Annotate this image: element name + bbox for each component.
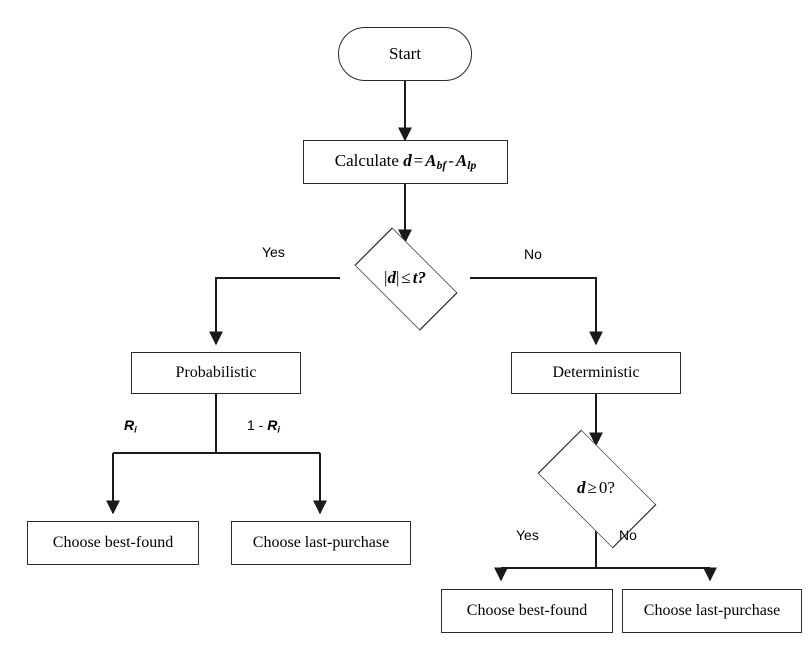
threshold-operator: ≤ (401, 267, 411, 287)
node-calculate[interactable]: Calculate d=Abf-Alp (303, 140, 508, 184)
threshold-var-t: t (412, 267, 418, 287)
calculate-var-a2: A (455, 150, 468, 170)
decision-threshold-label: |d|≤t? (384, 267, 426, 288)
sign-var-d: d (577, 477, 586, 497)
node-det-last-purchase[interactable]: Choose last-purchase (622, 589, 802, 633)
sign-value: 0 (598, 477, 608, 497)
calculate-sub-a2: lp (467, 158, 477, 172)
node-det-best-found-label: Choose best-found (466, 602, 588, 620)
sign-operator: ≥ (587, 477, 597, 497)
edge-label-prob-one-minus-ri: 1 - Ri (247, 417, 280, 436)
edge-label-threshold-no: No (524, 246, 542, 262)
node-det-best-found[interactable]: Choose best-found (441, 589, 613, 633)
edge-label-sign-no: No (619, 527, 637, 543)
edge-label-sign-yes: Yes (516, 527, 539, 543)
node-prob-last-purchase[interactable]: Choose last-purchase (231, 521, 411, 565)
node-decision-threshold[interactable]: |d|≤t? (340, 227, 470, 331)
prob-ri-symbol: R (124, 417, 135, 433)
decision-sign-label: d≥0? (577, 477, 615, 498)
calculate-prefix: Calculate (334, 150, 404, 170)
calculate-var-d: d (403, 150, 412, 170)
calculate-minus: - (448, 150, 454, 170)
threshold-question: ? (417, 267, 426, 287)
node-calculate-label: Calculate d=Abf-Alp (334, 150, 477, 173)
node-prob-best-found[interactable]: Choose best-found (27, 521, 199, 565)
calculate-equals: = (413, 150, 424, 170)
prob-one-minus-ri-symbol: R (267, 417, 278, 433)
node-deterministic-label: Deterministic (552, 364, 640, 382)
prob-ri-subscript: i (134, 424, 137, 436)
edge-label-prob-ri: Ri (124, 417, 137, 436)
prob-one-minus-ri-subscript: i (277, 424, 281, 436)
node-prob-last-purchase-label: Choose last-purchase (252, 534, 390, 552)
node-det-last-purchase-label: Choose last-purchase (643, 602, 781, 620)
threshold-var-d: d (387, 267, 396, 287)
edge-threshold-yes (209, 277, 340, 346)
node-probabilistic-label: Probabilistic (175, 364, 257, 382)
node-probabilistic[interactable]: Probabilistic (131, 352, 301, 394)
node-start[interactable]: Start (338, 27, 472, 81)
node-decision-sign[interactable]: d≥0? (521, 429, 671, 549)
node-deterministic[interactable]: Deterministic (511, 352, 681, 394)
calculate-var-a1: A (425, 150, 437, 170)
threshold-bar-close: | (395, 267, 400, 287)
calculate-sub-a1: bf (436, 158, 447, 172)
threshold-bar-open: | (384, 267, 388, 287)
sign-question: ? (607, 477, 615, 497)
edge-threshold-no (470, 277, 603, 346)
edge-label-threshold-yes: Yes (262, 244, 285, 260)
node-start-label: Start (388, 43, 422, 63)
prob-one-minus-prefix: 1 - (247, 417, 268, 433)
node-prob-best-found-label: Choose best-found (52, 534, 174, 552)
